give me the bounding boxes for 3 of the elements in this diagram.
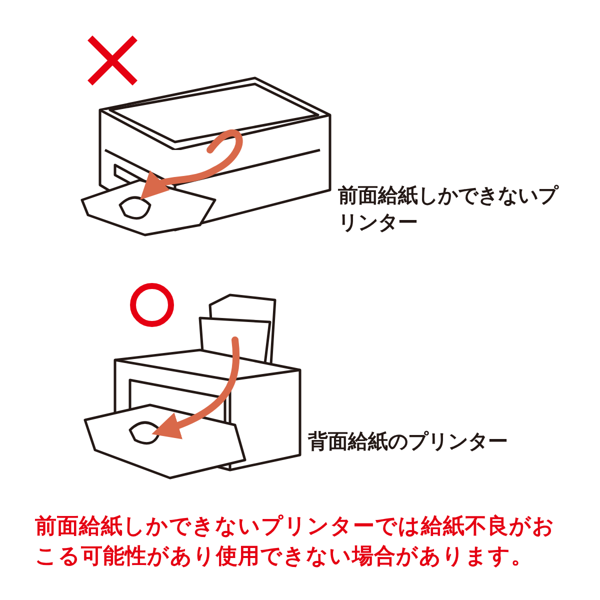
printer-caption: 前面給紙しかできないプリンター <box>338 182 560 236</box>
printer-caption: 背面給紙のプリンター <box>308 428 509 455</box>
warning-note: 前面給紙しかできないプリンターでは給紙不良がおこる可能性があり使用できない場合があります。 <box>35 513 556 571</box>
